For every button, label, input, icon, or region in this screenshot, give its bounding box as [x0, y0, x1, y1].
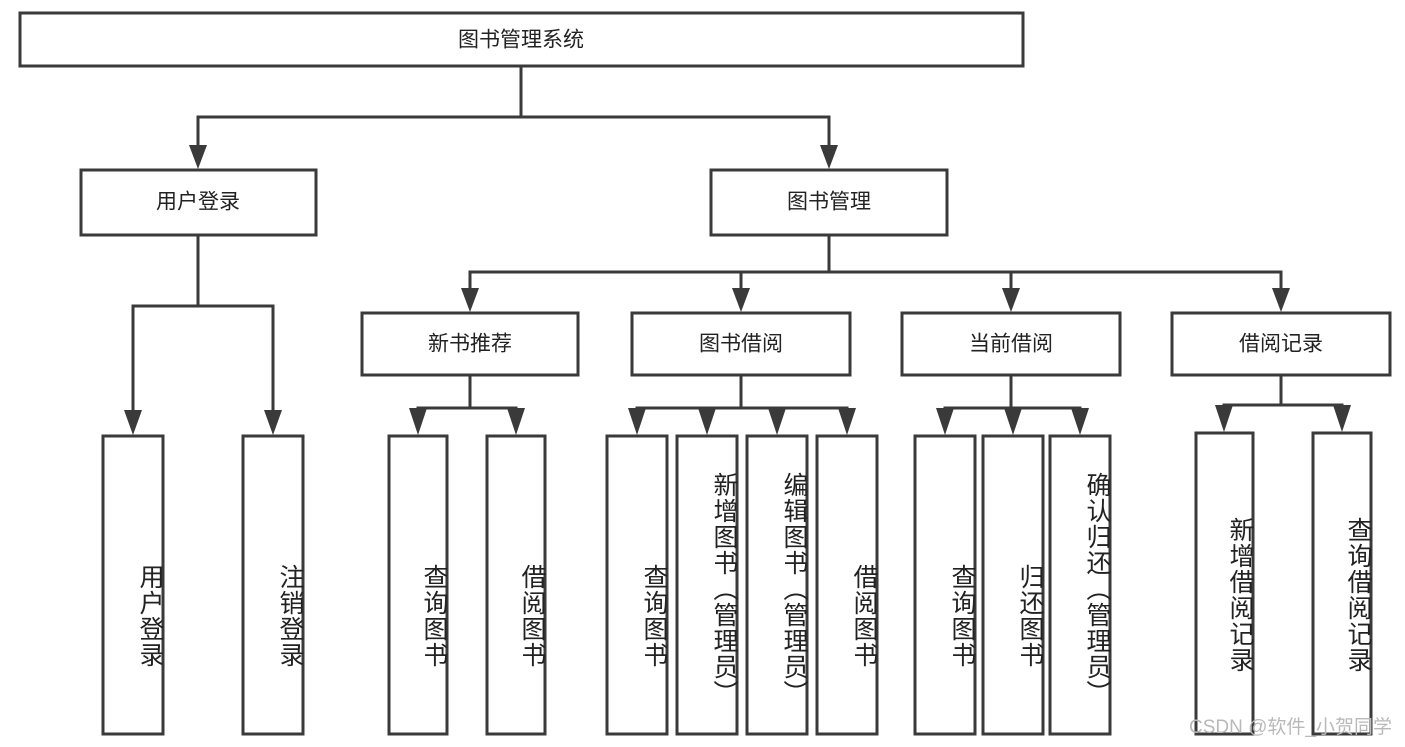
node-current-borrow[interactable]: 当前借阅: [900, 311, 1122, 377]
arrow-leaf-add-record: [1215, 405, 1233, 432]
book-borrow-box: [630, 311, 852, 377]
leaf-box-query-book-2[interactable]: [605, 434, 669, 736]
leaf-box-edit-book[interactable]: [745, 434, 809, 736]
node-borrow-record[interactable]: 借阅记录: [1170, 311, 1392, 377]
node-new-book-recommend[interactable]: 新书推荐: [360, 311, 580, 377]
current-borrow-label: 当前借阅: [969, 333, 1053, 356]
arrow-user-login: [189, 145, 207, 169]
new-book-recommend-box: [360, 311, 580, 377]
node-user-login[interactable]: 用户登录: [79, 168, 318, 237]
arrow-book-borrow: [732, 288, 750, 312]
root-box: [18, 11, 1025, 68]
arrow-leaf-edit-book: [768, 408, 786, 435]
current-borrow-box: [900, 311, 1122, 377]
arrow-leaf-add-book: [698, 408, 716, 435]
leaf-box-confirm-return[interactable]: [1048, 434, 1112, 736]
borrow-record-box: [1170, 311, 1392, 377]
leaf-box-borrow-book-1[interactable]: [485, 434, 547, 736]
arrow-leaf-query-book-3: [936, 408, 954, 435]
arrow-leaf-return-book: [1004, 408, 1022, 435]
leaf-box-query-book-1[interactable]: [387, 434, 449, 736]
arrow-new-book-recommend: [461, 288, 479, 312]
book-borrow-label: 图书借阅: [699, 333, 783, 356]
arrow-borrow-record: [1272, 288, 1290, 312]
user-login-label: 用户登录: [156, 191, 240, 214]
leaf-box-add-book[interactable]: [675, 434, 739, 736]
arrow-leaf-logout-login: [264, 410, 282, 435]
arrow-leaf-borrow-book-1: [507, 408, 525, 435]
arrow-leaf-query-book-1: [409, 408, 427, 435]
root-label: 图书管理系统: [458, 29, 584, 52]
arrow-leaf-query-record: [1333, 405, 1351, 432]
arrow-current-borrow: [1002, 288, 1020, 312]
leaf-box-user-login[interactable]: [101, 434, 165, 736]
leaf-box-logout-login[interactable]: [241, 434, 305, 736]
book-management-box: [709, 168, 949, 237]
borrow-record-label: 借阅记录: [1239, 333, 1323, 356]
leaf-box-query-book-3[interactable]: [913, 434, 977, 736]
leaf-box-borrow-book-2[interactable]: [815, 434, 879, 736]
leaf-box-return-book[interactable]: [981, 434, 1045, 736]
arrow-book-management: [820, 145, 838, 169]
leaf-box-query-record[interactable]: [1311, 431, 1373, 736]
arrow-leaf-borrow-book-2: [838, 408, 856, 435]
arrow-leaf-confirm-return: [1071, 408, 1089, 435]
csdn-watermark: CSDN @软件_小贺同学: [1189, 717, 1392, 738]
arrow-leaf-query-book-2: [628, 408, 646, 435]
node-book-management[interactable]: 图书管理: [709, 168, 949, 237]
node-book-borrow[interactable]: 图书借阅: [630, 311, 852, 377]
book-management-label: 图书管理: [787, 191, 871, 214]
arrow-leaf-user-login: [124, 410, 142, 435]
new-book-recommend-label: 新书推荐: [428, 333, 512, 356]
leaf-box-add-record[interactable]: [1194, 431, 1255, 736]
node-root[interactable]: 图书管理系统: [18, 11, 1025, 68]
